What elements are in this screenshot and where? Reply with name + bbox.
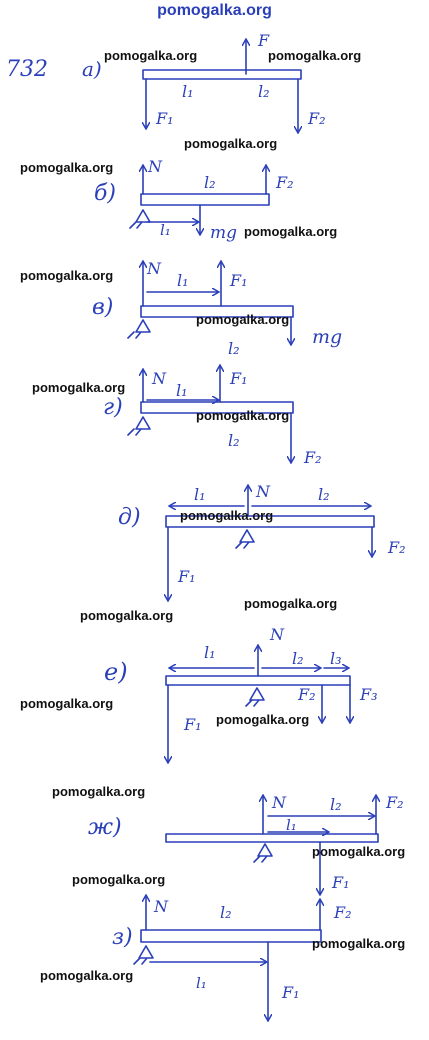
watermark: pomogalka.org xyxy=(216,712,310,727)
beam-zh xyxy=(165,833,379,843)
watermark: pomogalka.org xyxy=(80,608,174,623)
problem-number: 732 xyxy=(6,57,48,82)
watermark: pomogalka.org xyxy=(180,508,274,523)
label-l1: l₁ xyxy=(160,221,171,239)
label-F1: F₁ xyxy=(229,271,248,290)
label-l1: l₁ xyxy=(177,271,189,290)
label-F2: F₂ xyxy=(303,448,322,467)
label-l3: l₃ xyxy=(330,649,342,668)
watermark: pomogalka.org xyxy=(312,936,406,951)
label-l1: l₁ xyxy=(182,82,194,101)
label-N: N xyxy=(255,482,271,501)
diagram-zh: ж) N l₂ F₂ l₁ F₁ xyxy=(88,793,404,894)
pivot-support-zh xyxy=(253,843,273,863)
part-letter-e: е) xyxy=(104,658,128,686)
beam-z xyxy=(140,929,322,943)
watermark: pomogalka.org xyxy=(184,136,278,151)
watermark: pomogalka.org xyxy=(104,48,198,63)
label-F2: F₂ xyxy=(385,793,404,812)
label-F1: F₁ xyxy=(177,567,196,586)
label-l1: l₁ xyxy=(194,485,206,504)
watermark: pomogalka.org xyxy=(52,784,146,799)
label-F2: F₂ xyxy=(275,173,294,192)
diagram-z: з) N l₂ F₂ l₁ F₁ xyxy=(112,896,352,1020)
label-N: N xyxy=(146,259,162,278)
part-letter-d: д) xyxy=(118,505,141,530)
part-letter-g: г) xyxy=(103,395,123,420)
watermark: pomogalka.org xyxy=(244,224,338,239)
pivot-support-z xyxy=(133,945,154,965)
label-l2: l₂ xyxy=(228,431,240,450)
label-F2: F₂ xyxy=(387,538,406,557)
pivot-support-d xyxy=(235,529,255,549)
watermark: pomogalka.org xyxy=(196,312,290,327)
label-l2: l₂ xyxy=(220,903,232,922)
beam-b xyxy=(140,193,270,206)
label-N: N xyxy=(153,897,169,916)
label-F2: F₂ xyxy=(333,903,352,922)
watermark: pomogalka.org xyxy=(40,968,134,983)
pivot-support-v xyxy=(127,319,151,339)
label-F: F xyxy=(257,31,270,50)
diagram-v: в) N l₁ F₁ mg l₂ xyxy=(92,259,342,358)
label-l1: l₁ xyxy=(196,974,207,992)
label-l1: l₁ xyxy=(204,643,216,662)
diagram-b: б) N l₂ F₂ l₁ mg xyxy=(94,157,294,243)
watermark: pomogalka.org xyxy=(20,160,114,175)
label-l2: l₂ xyxy=(204,173,216,192)
diagram-g: г) N l₁ F₁ l₂ F₂ xyxy=(103,366,322,467)
part-letter-b: б) xyxy=(94,181,116,206)
part-letter-a: а) xyxy=(82,57,102,81)
label-F2: F₂ xyxy=(307,109,326,128)
watermark: pomogalka.org xyxy=(20,696,114,711)
label-l1: l₁ xyxy=(176,381,188,400)
label-F1: F₁ xyxy=(183,715,202,734)
beam-e xyxy=(165,675,351,686)
beam-v xyxy=(140,305,294,318)
label-mg: mg xyxy=(210,223,237,243)
diagram-e: е) l₁ N l₂ l₃ F₁ F₂ F₃ xyxy=(104,625,378,762)
watermark: pomogalka.org xyxy=(72,872,166,887)
label-F1: F₁ xyxy=(281,983,300,1002)
pivot-support-e xyxy=(245,687,265,707)
label-F1: F₁ xyxy=(155,109,174,128)
watermark: pomogalka.org xyxy=(20,268,114,283)
label-N: N xyxy=(269,625,285,644)
part-letter-zh: ж) xyxy=(88,815,122,840)
label-F2: F₂ xyxy=(297,685,316,704)
label-N: N xyxy=(147,157,163,176)
watermark: pomogalka.org xyxy=(312,844,406,859)
beam-d xyxy=(165,515,375,528)
label-l2: l₂ xyxy=(330,795,342,814)
watermark: pomogalka.org xyxy=(196,408,290,423)
pivot-support-g xyxy=(127,416,151,436)
label-N: N xyxy=(151,369,167,388)
diagram-d: д) l₁ N l₂ F₂ F₁ xyxy=(118,482,406,600)
watermark: pomogalka.org xyxy=(268,48,362,63)
pivot-support-b xyxy=(129,209,151,229)
label-F3: F₃ xyxy=(359,685,378,704)
watermark: pomogalka.org xyxy=(32,380,126,395)
label-F1: F₁ xyxy=(229,369,248,388)
label-F1: F₁ xyxy=(331,873,350,892)
label-mg: mg xyxy=(312,326,342,348)
label-l2: l₂ xyxy=(258,82,270,101)
label-N: N xyxy=(271,793,287,812)
diagram-a: а) F l₁ l₂ F₁ F₂ xyxy=(82,31,326,132)
site-header-watermark: pomogalka.org xyxy=(157,2,272,19)
part-letter-z: з) xyxy=(112,925,133,950)
beam-a xyxy=(142,69,302,80)
watermark: pomogalka.org xyxy=(244,596,338,611)
label-l1: l₁ xyxy=(286,816,297,834)
label-l2: l₂ xyxy=(318,485,330,504)
part-letter-v: в) xyxy=(92,295,113,320)
label-l2: l₂ xyxy=(292,649,304,668)
label-l2: l₂ xyxy=(228,339,240,358)
